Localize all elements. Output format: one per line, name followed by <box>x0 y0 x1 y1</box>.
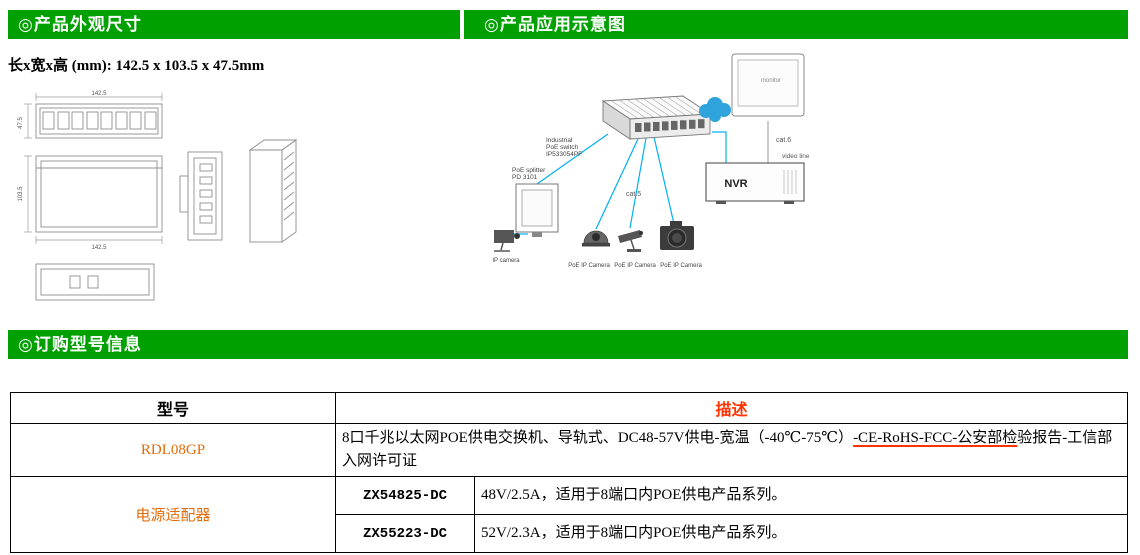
section-header-appearance: ◎产品外观尺寸 <box>8 10 460 39</box>
top-view-drawing <box>35 155 163 233</box>
cat6-label: cat.6 <box>776 137 791 144</box>
dim-label-depth: 103.5 <box>18 186 24 202</box>
table-row: ZX55223-DC 52V/2.3A，适用于8端口内POE供电产品系列。 <box>11 514 1128 553</box>
description-rdl08gp: 8口千兆以太网POE供电交换机、导轨式、DC48-57V供电-宽温（-40℃-7… <box>335 423 1128 477</box>
section-header-application: ◎产品应用示意图 <box>464 10 1128 39</box>
cloud-icon <box>699 97 731 122</box>
ip-camera-device <box>494 230 520 252</box>
switch-label-line1: Industrial <box>546 137 573 144</box>
nvr-device: NVR <box>705 162 805 204</box>
dimension-lines <box>24 93 163 244</box>
table-header-row: 型号 描述 <box>10 392 1128 424</box>
adapter-code-1: ZX54825-DC <box>335 476 475 515</box>
adapter-code-2: ZX55223-DC <box>335 514 475 553</box>
ip-camera-label: IP camera <box>492 258 520 264</box>
adapter-desc-1: 48V/2.5A，适用于8端口内POE供电产品系列。 <box>474 476 1128 515</box>
dimensions-text: 长x宽x高 (mm): 142.5 x 103.5 x 47.5mm <box>8 58 265 74</box>
dim-label-width-top: 142.5 <box>91 91 107 97</box>
description-text-plain: 8口千兆以太网POE供电交换机、导轨式、DC48-57V供电-宽温（-40℃-7… <box>342 429 854 446</box>
dim-label-width-bottom: 142.5 <box>91 245 107 251</box>
dim-label-height: 47.5 <box>18 117 24 129</box>
front-view-drawing <box>35 103 163 139</box>
poe-camera-label-2: PoE IP Camera <box>614 263 656 269</box>
application-diagram: Industrial PoE switch IP533054PF monitor… <box>492 53 810 269</box>
adapter-desc-2: 52V/2.3A，适用于8端口内POE供电产品系列。 <box>474 514 1128 553</box>
splitter-label-line2: PD 3101 <box>512 174 538 181</box>
header-model: 型号 <box>10 392 336 424</box>
splitter-label-line1: PoE splitter <box>512 167 546 174</box>
poe-switch-device <box>601 95 712 140</box>
model-power-adapter: 电源适配器 <box>10 476 336 553</box>
poe-camera-label-3: PoE IP Camera <box>660 263 702 269</box>
monitor-device: monitor <box>731 53 805 117</box>
ordering-table: 型号 描述 RDL08GP 8口千兆以太网POE供电交换机、导轨式、DC48-5… <box>10 392 1128 553</box>
table-row: 电源适配器 ZX54825-DC 48V/2.5A，适用于8端口内POE供电产品… <box>10 476 1128 553</box>
monitor-label: monitor <box>761 78 781 84</box>
cat5-label: cat.5 <box>626 191 641 198</box>
poe-camera-label-1: PoE IP Camera <box>568 263 610 269</box>
poe-splitter-device <box>515 183 559 237</box>
video-line-label: video line <box>782 153 810 160</box>
table-row: RDL08GP 8口千兆以太网POE供电交换机、导轨式、DC48-57V供电-宽… <box>10 423 1128 477</box>
bullet-camera-device <box>618 230 643 252</box>
section-title-appearance: ◎产品外观尺寸 <box>18 15 142 34</box>
bottom-view-drawing <box>35 263 155 301</box>
description-text-tail: 验报告-工信部入网许可证 <box>342 429 1113 469</box>
description-text-underlined: -CE-RoHS-FCC-公安部检 <box>853 429 1018 446</box>
dome-camera-device <box>582 230 610 247</box>
section-title-ordering: ◎订购型号信息 <box>18 335 142 354</box>
dslr-camera-device <box>660 221 694 250</box>
section-title-application: ◎产品应用示意图 <box>484 15 626 34</box>
header-description: 描述 <box>335 392 1128 424</box>
perspective-view-drawing <box>248 139 298 243</box>
section-header-ordering: ◎订购型号信息 <box>8 330 1128 359</box>
dimension-drawings: 142.5 47.5 103.5 142.5 <box>18 91 298 301</box>
side-view-drawing <box>179 151 223 241</box>
switch-label-line2: PoE switch <box>546 144 579 151</box>
model-rdl08gp: RDL08GP <box>10 423 336 477</box>
nvr-label: NVR <box>724 178 747 190</box>
switch-label-line3: IP533054PF <box>546 151 582 158</box>
